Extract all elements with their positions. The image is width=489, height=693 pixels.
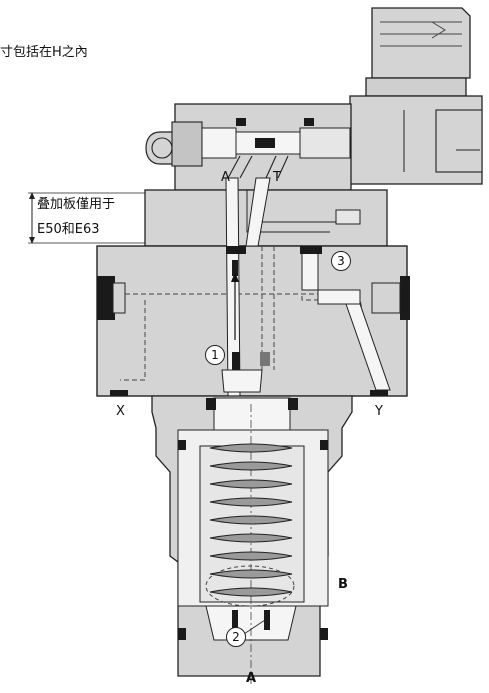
port-x-label: X: [116, 404, 125, 419]
callout-1: 1: [205, 345, 225, 365]
callout-2: 2: [226, 627, 246, 647]
pilot-head: [145, 103, 352, 191]
plate-note-line2: E50和E63: [37, 222, 100, 237]
solenoid-connector-icon: [365, 7, 471, 97]
solenoid-coil: [340, 95, 483, 185]
callout-3: 3: [331, 251, 351, 271]
spring-icon: [209, 443, 293, 597]
port-y-label: Y: [375, 404, 383, 419]
cartridge-body: [151, 395, 353, 686]
port-b-label: B: [338, 577, 348, 592]
plate-note-line1: 叠加板僅用于: [37, 197, 116, 212]
port-a-bottom-label: A: [246, 671, 257, 686]
main-body: [96, 177, 410, 397]
plate-note-bracket: [28, 192, 145, 244]
port-a-label: A: [221, 170, 230, 185]
top-note: 寸包括在H之內: [0, 45, 88, 60]
port-t-label: T: [273, 170, 281, 185]
